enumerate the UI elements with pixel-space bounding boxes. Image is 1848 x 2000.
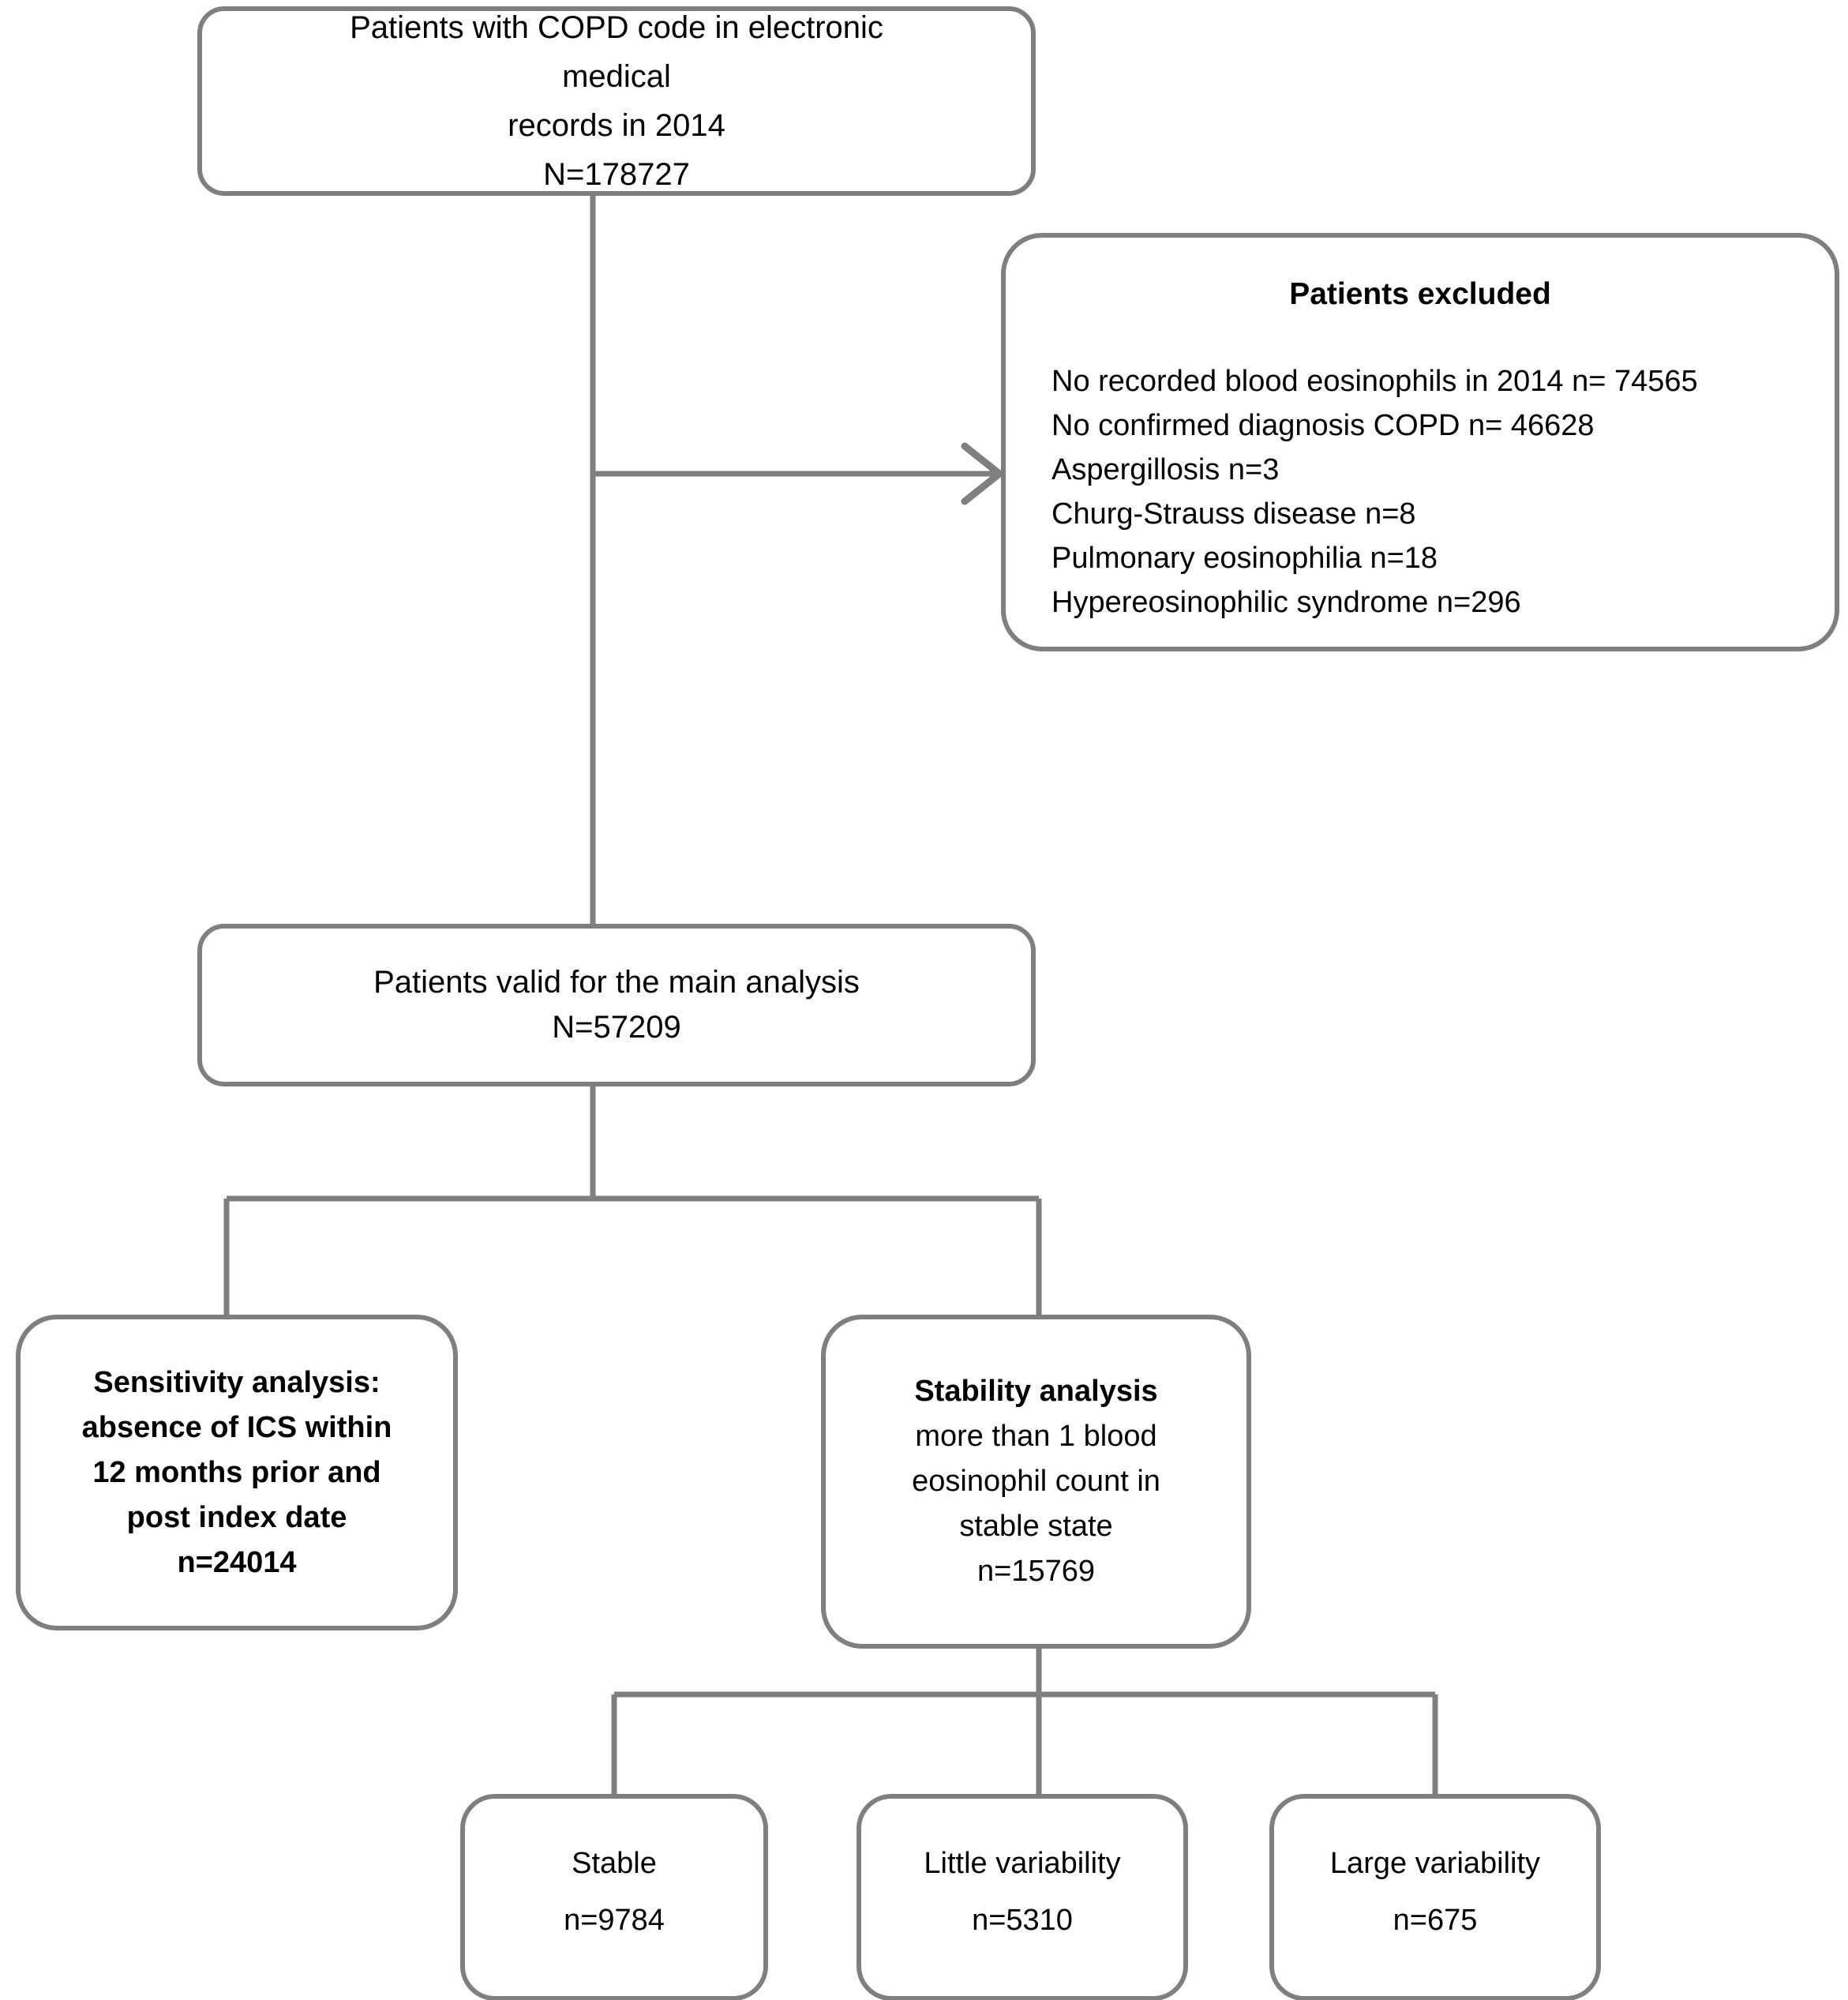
stable-count: n=9784 xyxy=(564,1904,665,1938)
sensitivity-line-4: post index date xyxy=(126,1500,347,1534)
node-large-variability: Large variability n=675 xyxy=(1269,1794,1601,2000)
node-stability-analysis: Stability analysis more than 1 blood eos… xyxy=(821,1315,1251,1649)
sensitivity-count: n=24014 xyxy=(177,1545,297,1579)
excluded-reason-item: Aspergillosis n=3 xyxy=(1051,453,1280,487)
large-variability-label: Large variability xyxy=(1329,1847,1541,1880)
excluded-reason-list: No recorded blood eosinophils in 2014 n=… xyxy=(1006,360,1835,625)
little-variability-label: Little variability xyxy=(924,1847,1121,1880)
sensitivity-line-3: 12 months prior and xyxy=(92,1455,381,1489)
valid-label: Patients valid for the main analysis xyxy=(373,965,860,1000)
source-line-1: Patients with COPD code in electronic me… xyxy=(350,10,883,94)
node-valid-main-analysis: Patients valid for the main analysis N=5… xyxy=(197,924,1036,1086)
excluded-reason-item: Pulmonary eosinophilia n=18 xyxy=(1051,541,1438,575)
source-line-2: records in 2014 xyxy=(508,108,725,143)
stability-count: n=15769 xyxy=(977,1555,1095,1588)
stability-line-2: more than 1 blood xyxy=(915,1420,1157,1453)
large-variability-count: n=675 xyxy=(1393,1904,1478,1938)
sensitivity-line-1: Sensitivity analysis: xyxy=(93,1365,380,1399)
node-source-population: Patients with COPD code in electronic me… xyxy=(197,6,1036,196)
excluded-reason-item: Hypereosinophilic syndrome n=296 xyxy=(1051,585,1521,619)
node-sensitivity-analysis: Sensitivity analysis: absence of ICS wit… xyxy=(16,1315,458,1630)
sensitivity-line-2: absence of ICS within xyxy=(81,1410,392,1444)
excluded-reason-item: Churg-Strauss disease n=8 xyxy=(1051,497,1416,531)
stability-line-3: eosinophil count in xyxy=(912,1465,1160,1498)
valid-count: N=57209 xyxy=(552,1010,681,1045)
stability-line-1: Stability analysis xyxy=(914,1375,1158,1408)
stability-line-4: stable state xyxy=(959,1510,1113,1543)
excluded-reason-item: No recorded blood eosinophils in 2014 n=… xyxy=(1051,365,1698,399)
stable-label: Stable xyxy=(572,1847,657,1880)
excluded-reason-item: No confirmed diagnosis COPD n= 46628 xyxy=(1051,409,1595,443)
little-variability-count: n=5310 xyxy=(972,1904,1073,1938)
node-patients-excluded: Patients excluded No recorded blood eosi… xyxy=(1001,233,1839,651)
arrowhead-to-excluded xyxy=(961,442,1003,505)
source-count: N=178727 xyxy=(543,157,690,192)
node-stable: Stable n=9784 xyxy=(460,1794,768,2000)
excluded-title: Patients excluded xyxy=(1289,277,1551,311)
node-little-variability: Little variability n=5310 xyxy=(857,1794,1188,2000)
